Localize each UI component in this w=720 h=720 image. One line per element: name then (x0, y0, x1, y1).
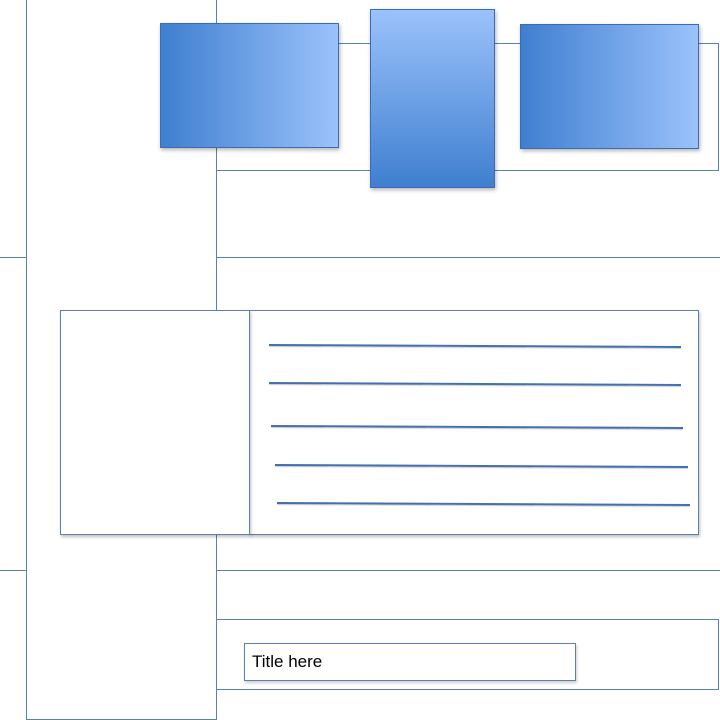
gradient-tile-center (370, 9, 495, 188)
title-box: Title here (244, 643, 576, 681)
title-text: Title here (252, 652, 323, 671)
image-placeholder (60, 310, 250, 535)
gradient-tile-left (160, 23, 339, 148)
gradient-tile-right (520, 24, 699, 149)
left-side-frame (0, 257, 28, 571)
content-card (249, 310, 699, 535)
